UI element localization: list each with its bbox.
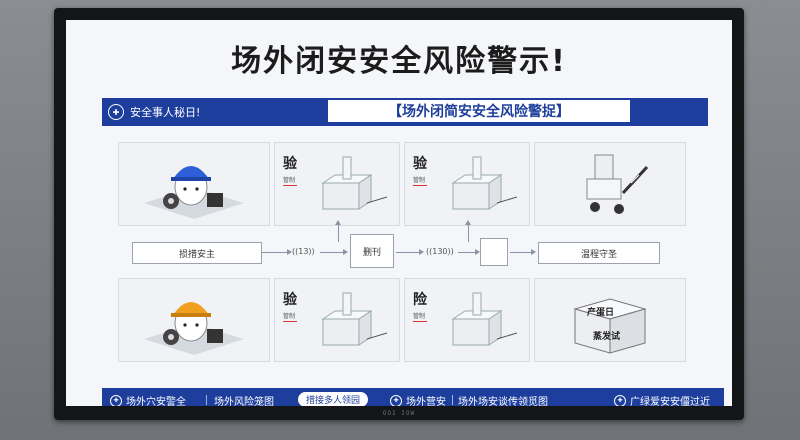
footer-item-5-text: 广绿爱安安僵过近 xyxy=(630,397,710,406)
page-title: 场外闭安安全风险警示! xyxy=(231,44,567,79)
footer-item-4: 场外场安谈传领觅图 xyxy=(458,393,548,406)
box-machine-icon xyxy=(451,156,518,210)
worker-orange-helmet-icon xyxy=(144,302,244,355)
footer-divider xyxy=(452,395,453,405)
flow-box-mid-text: 删刊 xyxy=(362,247,381,258)
footer-item-3-text: 场外营安 xyxy=(406,397,446,406)
flow-box-right-text: 温程守圣 xyxy=(580,249,617,260)
shield-icon: ✚ xyxy=(614,394,626,406)
footer-item-4-text: 场外场安谈传领觅图 xyxy=(458,397,548,406)
footer-pill-text: 措接多人领园 xyxy=(306,396,361,406)
package-box-icon xyxy=(573,298,647,354)
display-screen: 场外闭安安全风险警示! ✚ 安全事人秘日! 【场外闭简安安全风险警捉】 xyxy=(66,20,732,406)
card-package: 产蛋日 蒸发试 xyxy=(534,278,686,362)
footer-item-2-text: 场外风险笼图 xyxy=(214,397,274,406)
footer-pill: 措接多人领园 xyxy=(298,392,369,406)
card-drill xyxy=(534,142,686,226)
flow-text-1: ((13)) xyxy=(292,247,315,256)
shield-icon: ✚ xyxy=(108,104,124,120)
footer-item-5: ✚ 广绿爱安安僵过近 xyxy=(614,393,710,406)
banner-center-box: 【场外闭简安安全风险警捉】 xyxy=(328,100,630,122)
card-risk-sub: 管制 xyxy=(413,313,426,320)
card-worker-blue xyxy=(118,142,270,226)
footer-item-1-text: 场外穴安警全 xyxy=(126,397,186,406)
box-machine-icon xyxy=(451,292,518,346)
footer-divider xyxy=(206,395,207,405)
flow-arrow-2 xyxy=(320,249,348,255)
footer-item-2: 场外风险笼图 xyxy=(214,393,274,406)
drill-machine-icon xyxy=(586,154,649,214)
card-check-1: 验 管制 xyxy=(274,142,400,226)
shield-icon: ✚ xyxy=(110,394,122,406)
card-check-3-sub: 管制 xyxy=(283,313,296,320)
footer-item-3: ✚ 场外营安 xyxy=(390,393,446,406)
worker-blue-helmet-icon xyxy=(144,166,244,219)
flow-arrow-3 xyxy=(396,249,424,255)
flow-arrow-1 xyxy=(262,249,292,255)
monitor: OOI IOW 场外闭安安全风险警示! ✚ 安全事人秘日! 【场外闭简安安全风险… xyxy=(54,8,744,420)
box-machine-icon xyxy=(321,156,388,210)
flow-box-left-text: 损措安主 xyxy=(178,249,215,260)
flow-small-unit xyxy=(480,238,508,266)
card-check-2-sub: 管制 xyxy=(413,177,426,184)
package-text-bottom: 蒸发试 xyxy=(593,332,621,342)
card-check-1-label: 验 xyxy=(283,156,297,172)
banner-center-text: 【场外闭简安安全风险警捉】 xyxy=(388,104,570,120)
banner-left-text: 安全事人秘日! xyxy=(130,106,201,119)
card-check-2: 验 管制 xyxy=(404,142,530,226)
card-worker-orange xyxy=(118,278,270,362)
flow-arrow-5 xyxy=(510,249,536,255)
card-risk: 险 管制 xyxy=(404,278,530,362)
flow-arrow-4 xyxy=(458,249,480,255)
flow-box-mid: 删刊 xyxy=(350,234,394,268)
footer-item-1: ✚ 场外穴安警全 xyxy=(110,393,186,406)
package-text-top: 产蛋日 xyxy=(587,308,615,318)
card-check-1-sub: 管制 xyxy=(283,177,296,184)
card-check-3-label: 验 xyxy=(283,292,297,308)
box-machine-icon xyxy=(321,292,388,346)
monitor-brand-label: OOI IOW xyxy=(382,410,416,417)
flow-box-right: 温程守圣 xyxy=(538,242,660,264)
top-banner: ✚ 安全事人秘日! 【场外闭简安安全风险警捉】 xyxy=(102,98,708,126)
card-check-2-label: 验 xyxy=(413,156,427,172)
card-check-3: 验 管制 xyxy=(274,278,400,362)
flow-box-left: 损措安主 xyxy=(132,242,262,264)
card-risk-label: 险 xyxy=(413,292,427,308)
flow-text-2: ((130)) xyxy=(426,247,454,256)
shield-icon: ✚ xyxy=(390,394,402,406)
footer-bar: ✚ 场外穴安警全 场外风险笼图 措接多人领园 ✚ 场外营安 场外场安谈传领觅图 … xyxy=(102,388,724,406)
banner-left: ✚ 安全事人秘日! xyxy=(108,103,200,121)
flow-up-arrow-1 xyxy=(335,220,341,242)
flow-up-arrow-2 xyxy=(465,220,471,242)
